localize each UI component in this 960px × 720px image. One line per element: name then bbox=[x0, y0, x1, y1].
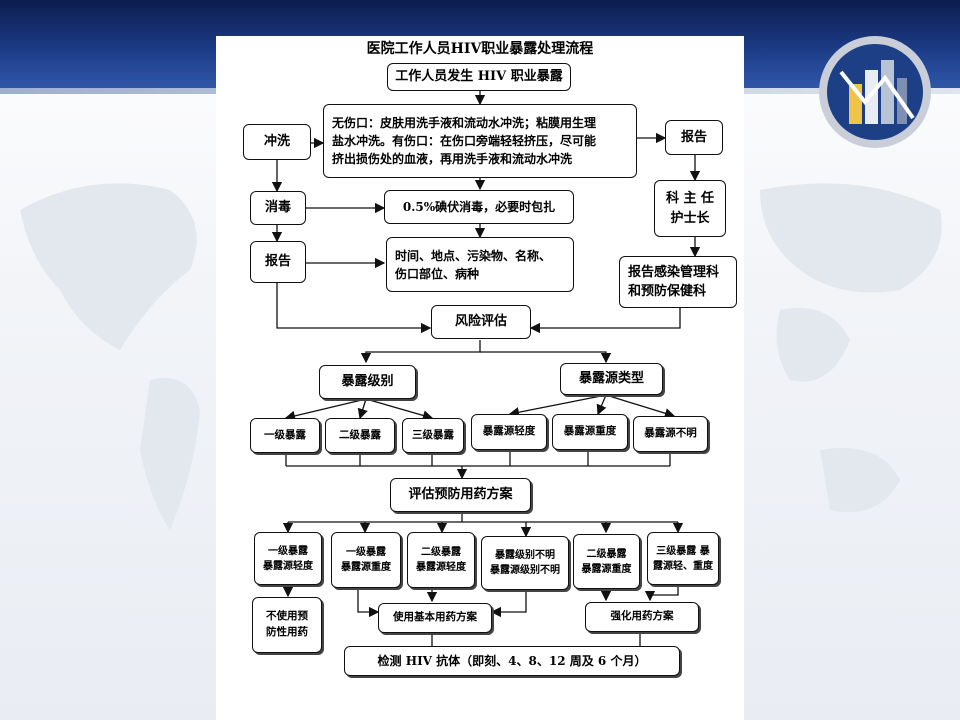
combo-6-line-1: 三级暴露 暴 bbox=[656, 545, 710, 557]
combo-3-line-2: 暴露源轻度 bbox=[416, 562, 466, 573]
record-details-line-1: 时间、地点、污染物、名称、 bbox=[395, 248, 552, 263]
level-3-box: 三级暴露 bbox=[402, 418, 464, 453]
combo-5-box: 二级暴露 暴露源重度 bbox=[573, 534, 640, 589]
dept-head-line-1: 科 主 任 bbox=[665, 191, 715, 206]
risk-assessment-box: 风险评估 bbox=[431, 305, 531, 339]
exposure-level-box: 暴露级别 bbox=[319, 365, 416, 399]
report-left-box: 报告 bbox=[250, 241, 306, 283]
flush-box: 冲洗 bbox=[243, 124, 311, 160]
wound-care-box: 无伤口：皮肤用洗手液和流动水冲洗；粘膜用生理 盐水冲洗。有伤口：在伤口旁端轻轻挤… bbox=[323, 104, 637, 178]
world-map-watermark bbox=[20, 183, 942, 530]
iodine-box: 0.5%碘伏消毒，必要时包扎 bbox=[384, 190, 574, 224]
combo-6-box: 三级暴露 暴 露源轻、重度 bbox=[647, 532, 719, 585]
level-1-box: 一级暴露 bbox=[250, 418, 320, 453]
combo-3-box: 二级暴露 暴露源轻度 bbox=[407, 532, 475, 588]
combo-4-line-2: 暴露源级别不明 bbox=[490, 565, 560, 576]
combo-2-box: 一级暴露 暴露源重度 bbox=[331, 532, 401, 588]
dept-head-line-2: 护士长 bbox=[670, 210, 710, 226]
hiv-antibody-test-box: 检测 HIV 抗体（即刻、4、8、12 周及 6 个月） bbox=[344, 646, 680, 676]
source-severe-box: 暴露源重度 bbox=[552, 414, 628, 450]
combo-6-line-2: 露源轻、重度 bbox=[653, 560, 713, 572]
combo-2-line-2: 暴露源重度 bbox=[341, 562, 391, 573]
dept-head-box: 科 主 任 护士长 bbox=[654, 180, 726, 237]
no-prophylaxis-box: 不使用预 防性用药 bbox=[252, 597, 322, 653]
disinfect-box: 消毒 bbox=[250, 191, 306, 225]
page-title: 医院工作人员HIV职业暴露处理流程 bbox=[366, 41, 594, 57]
combo-2-line-1: 一级暴露 bbox=[346, 547, 386, 558]
exposure-source-box: 暴露源类型 bbox=[560, 363, 663, 395]
wound-care-line-1: 无伤口：皮肤用洗手液和流动水冲洗；粘膜用生理 bbox=[332, 116, 597, 130]
start-box: 工作人员发生 HIV 职业暴露 bbox=[387, 63, 571, 91]
infection-dept-line-1: 报告感染管理科 bbox=[628, 264, 720, 280]
enhanced-regimen-box: 强化用药方案 bbox=[585, 602, 699, 632]
combo-3-line-1: 二级暴露 bbox=[421, 547, 461, 558]
combo-5-line-1: 二级暴露 bbox=[586, 548, 627, 560]
combo-5-line-2: 暴露源重度 bbox=[581, 563, 632, 575]
wound-care-line-3: 挤出损伤处的血液，再用洗手液和流动水冲洗 bbox=[332, 152, 573, 166]
infection-dept-line-2: 和预防保健科 bbox=[628, 284, 707, 299]
no-prophylaxis-line-1: 不使用预 bbox=[266, 610, 308, 623]
source-unknown-box: 暴露源不明 bbox=[633, 416, 708, 452]
chart-logo-icon bbox=[819, 36, 931, 148]
infection-dept-box: 报告感染管理科 和预防保健科 bbox=[619, 256, 737, 308]
evaluate-plan-box: 评估预防用药方案 bbox=[390, 478, 531, 512]
source-mild-box: 暴露源轻度 bbox=[471, 414, 547, 450]
wound-care-line-2: 盐水冲洗。有伤口：在伤口旁端轻轻挤压，尽可能 bbox=[332, 134, 597, 148]
record-details-line-2: 伤口部位、病种 bbox=[395, 266, 480, 281]
record-details-box: 时间、地点、污染物、名称、 伤口部位、病种 bbox=[386, 237, 574, 292]
combo-1-line-1: 一级暴露 bbox=[268, 545, 308, 557]
combo-4-box: 暴露级别不明 暴露源级别不明 bbox=[481, 536, 569, 590]
combo-4-line-1: 暴露级别不明 bbox=[495, 550, 555, 561]
no-prophylaxis-line-2: 防性用药 bbox=[266, 626, 308, 638]
level-2-box: 二级暴露 bbox=[325, 418, 395, 453]
report-right-box: 报告 bbox=[665, 120, 723, 155]
combo-1-line-2: 暴露源轻度 bbox=[263, 560, 313, 572]
basic-regimen-box: 使用基本用药方案 bbox=[378, 603, 492, 633]
combo-1-box: 一级暴露 暴露源轻度 bbox=[254, 532, 322, 585]
